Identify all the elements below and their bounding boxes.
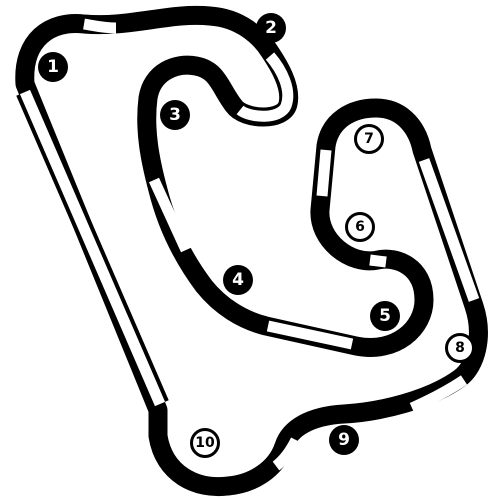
- kerb-t6: [370, 260, 386, 262]
- turn-4-label: 4: [232, 272, 244, 289]
- kerb-t7-straight: [322, 150, 326, 196]
- turn-6-label: 6: [355, 220, 365, 234]
- turn-7-label: 7: [364, 132, 374, 146]
- turn-10-label: 10: [195, 436, 214, 450]
- turn-8-label: 8: [455, 341, 465, 355]
- turn-2-marker: 2: [256, 13, 286, 43]
- turn-10-marker: 10: [190, 428, 220, 458]
- turn-4-marker: 4: [223, 265, 253, 295]
- turn-2-label: 2: [265, 20, 277, 37]
- turn-5-marker: 5: [370, 301, 400, 331]
- turn-9-label: 9: [338, 432, 350, 449]
- turn-8-marker: 8: [445, 333, 475, 363]
- turn-1-label: 1: [47, 59, 59, 76]
- kerb-t1-exit: [84, 24, 116, 28]
- kerb-t7-t8-straight: [424, 160, 474, 300]
- turn-9-marker: 9: [329, 425, 359, 455]
- turn-7-marker: 7: [354, 124, 384, 154]
- turn-3-marker: 3: [160, 100, 190, 130]
- turn-1-marker: 1: [38, 52, 68, 82]
- turn-5-label: 5: [379, 308, 391, 325]
- turn-6-marker: 6: [345, 212, 375, 242]
- turn-3-label: 3: [169, 107, 181, 124]
